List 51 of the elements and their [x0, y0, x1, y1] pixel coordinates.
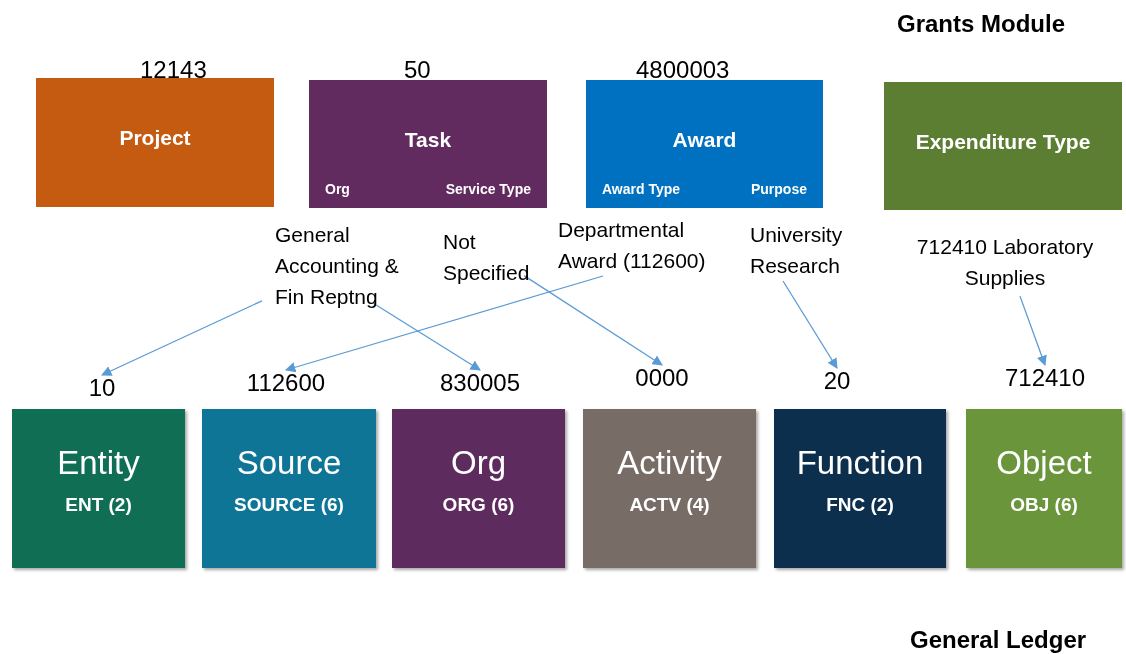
segment-code: ENT (2) [64, 493, 133, 517]
value-note: General Accounting & Fin Reptng [275, 219, 405, 312]
segment-box [774, 409, 946, 568]
value-note: Not Specified [443, 226, 533, 288]
segment-code: ACTV (4) [628, 493, 711, 517]
value-note: University Research [750, 219, 860, 281]
segment-box [392, 409, 565, 568]
segment-code: ORG (6) [441, 493, 516, 517]
arrow [285, 275, 604, 373]
value-label: 50 [404, 55, 431, 85]
module-box [309, 80, 547, 208]
arrow [523, 274, 663, 366]
segment-value: 10 [80, 373, 124, 403]
module-box [884, 82, 1122, 210]
segment-value: 712410 [995, 363, 1095, 393]
segment-box [12, 409, 185, 568]
segment-title: Entity [56, 443, 141, 483]
segment-code: FNC (2) [825, 493, 895, 517]
box-title: Award [671, 127, 738, 153]
arrow [1019, 295, 1047, 366]
module-box [36, 78, 274, 207]
segment-title: Activity [616, 443, 723, 483]
box-title: Expenditure Type [914, 129, 1092, 155]
field-label: Service Type [445, 180, 531, 199]
arrow [782, 280, 838, 369]
value-label: 4800003 [636, 55, 730, 85]
segment-value: 0000 [627, 363, 697, 393]
segment-value: 112600 [236, 368, 336, 398]
section-heading: Grants Module [897, 9, 1065, 39]
field-label: Org [325, 180, 350, 199]
field-label: Award Type [602, 180, 681, 199]
segment-value: 830005 [430, 368, 530, 398]
segment-title: Object [995, 443, 1093, 483]
segment-box [202, 409, 376, 568]
segment-code: SOURCE (6) [233, 493, 345, 517]
segment-box [583, 409, 756, 568]
field-label: Purpose [751, 180, 807, 199]
segment-value: 20 [815, 366, 859, 396]
box-title: Project [118, 125, 192, 151]
arrow [101, 300, 263, 376]
value-label: 12143 [140, 55, 207, 85]
section-heading: General Ledger [910, 625, 1087, 654]
value-note: Departmental Award (112600) [558, 214, 708, 276]
module-box [586, 80, 823, 208]
value-note: 712410 Laboratory Supplies [898, 231, 1112, 293]
box-title: Task [403, 127, 453, 153]
segment-title: Org [450, 443, 507, 483]
segment-code: OBJ (6) [1009, 493, 1079, 517]
segment-box [966, 409, 1122, 568]
segment-title: Function [795, 443, 925, 483]
segment-title: Source [235, 443, 343, 483]
